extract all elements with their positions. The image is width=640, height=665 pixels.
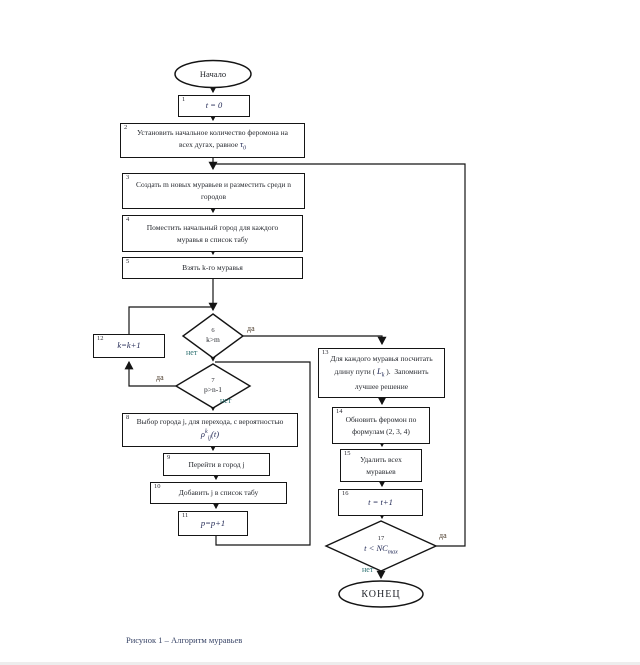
step-8-box: 8 Выбор города j, для перехода, с вероят…: [122, 413, 298, 447]
step-2-text-line1: Установить начальное количество феромона…: [136, 127, 289, 137]
step-13-text-line3: лучшее решение: [354, 381, 409, 391]
step-5-number: 5: [126, 258, 130, 265]
step-5-box: 5 Взять k-го муравья: [122, 257, 303, 279]
step-11-box: 11 p=p+1: [178, 511, 248, 536]
step-1-box: 1 t = 0: [178, 95, 250, 117]
step-13-box: 13 Для каждого муравья посчитать длину п…: [318, 348, 445, 398]
decision-6-yes-label: да: [247, 324, 255, 333]
decision-6-shape: [181, 313, 245, 359]
step-16-text: t = t+1: [368, 496, 393, 507]
step-8-number: 8: [126, 414, 130, 421]
decision-7-no-label: нет: [220, 396, 232, 405]
step-4-text-line2: муравья в список табу: [176, 234, 249, 244]
decision-6-label: 6 k>m: [206, 327, 220, 345]
step-4-box: 4 Поместить начальный город для каждого …: [122, 215, 303, 252]
step-11-number: 11: [182, 512, 189, 519]
step-10-text: Добавить j в список табу: [178, 488, 259, 498]
step-9-number: 9: [167, 454, 171, 461]
figure-caption: Рисунок 1 – Алгоритм муравьев: [126, 635, 243, 645]
end-terminator-shape: [338, 580, 424, 608]
step-3-box: 3 Создать m новых муравьев и разместить …: [122, 173, 305, 209]
step-4-text-line1: Поместить начальный город для каждого: [146, 222, 279, 232]
step-5-text: Взять k-го муравья: [182, 263, 243, 273]
step-10-number: 10: [154, 483, 161, 490]
step-16-number: 16: [342, 490, 349, 497]
step-13-number: 13: [322, 349, 329, 356]
step-12-number: 12: [97, 335, 104, 342]
step-10-box: 10 Добавить j в список табу: [150, 482, 287, 504]
decision-17-no-label: нет: [362, 565, 374, 574]
decision-7-label: 7 p>n-1: [204, 377, 222, 395]
decision-17-label: 17 t < NCmax: [364, 534, 398, 556]
step-1-number: 1: [182, 96, 186, 103]
start-terminator-shape: [174, 59, 252, 89]
page-bottom-edge: [0, 662, 640, 665]
step-12-box: 12 k=k+1: [93, 334, 165, 358]
decision-7-shape: [174, 363, 252, 409]
end-terminator-label: КОНЕЦ: [361, 588, 401, 600]
step-12-text: k=k+1: [117, 340, 141, 351]
decision-7-yes-label: да: [156, 373, 164, 382]
step-2-number: 2: [124, 124, 128, 131]
step-3-text-line2: городов: [200, 192, 226, 201]
decision-17-yes-label: да: [439, 531, 447, 540]
step-4-number: 4: [126, 216, 130, 223]
step-2-box: 2 Установить начальное количество феромо…: [120, 123, 305, 158]
step-11-text: p=p+1: [200, 517, 226, 528]
step-8-text-line1: Выбор города j, для перехода, с вероятно…: [136, 417, 284, 427]
step-8-formula: ρkij(t): [200, 428, 220, 442]
step-16-box: 16 t = t+1: [338, 489, 423, 516]
step-13-text-line1: Для каждого муравья посчитать: [330, 354, 433, 364]
step-14-text-line1: Обновить феромон по: [345, 414, 417, 424]
step-14-number: 14: [336, 408, 343, 415]
step-15-text-line1: Удалить всех: [360, 454, 402, 464]
step-9-text: Перейти в город j: [188, 459, 245, 469]
step-15-box: 15 Удалить всех муравьев: [340, 449, 422, 482]
step-15-number: 15: [344, 450, 351, 457]
decision-6-no-label: нет: [186, 348, 198, 357]
step-3-text-line1: Создать m новых муравьев и разместить ср…: [135, 180, 292, 190]
step-14-text-line2: формулам (2, 3, 4): [352, 426, 410, 436]
step-9-box: 9 Перейти в город j: [163, 453, 270, 476]
decision-17-shape: [324, 520, 438, 572]
start-terminator-label: Начало: [199, 69, 227, 79]
step-14-box: 14 Обновить феромон по формулам (2, 3, 4…: [332, 407, 430, 444]
step-13-text-line2: длину пути ( Lk ). Запомнить: [334, 366, 429, 379]
step-1-text: t = 0: [205, 100, 223, 111]
step-15-text-line2: муравьев: [366, 466, 396, 476]
step-2-text-line2: всех дугах, равное τ0: [179, 139, 246, 152]
step-3-number: 3: [126, 174, 130, 181]
